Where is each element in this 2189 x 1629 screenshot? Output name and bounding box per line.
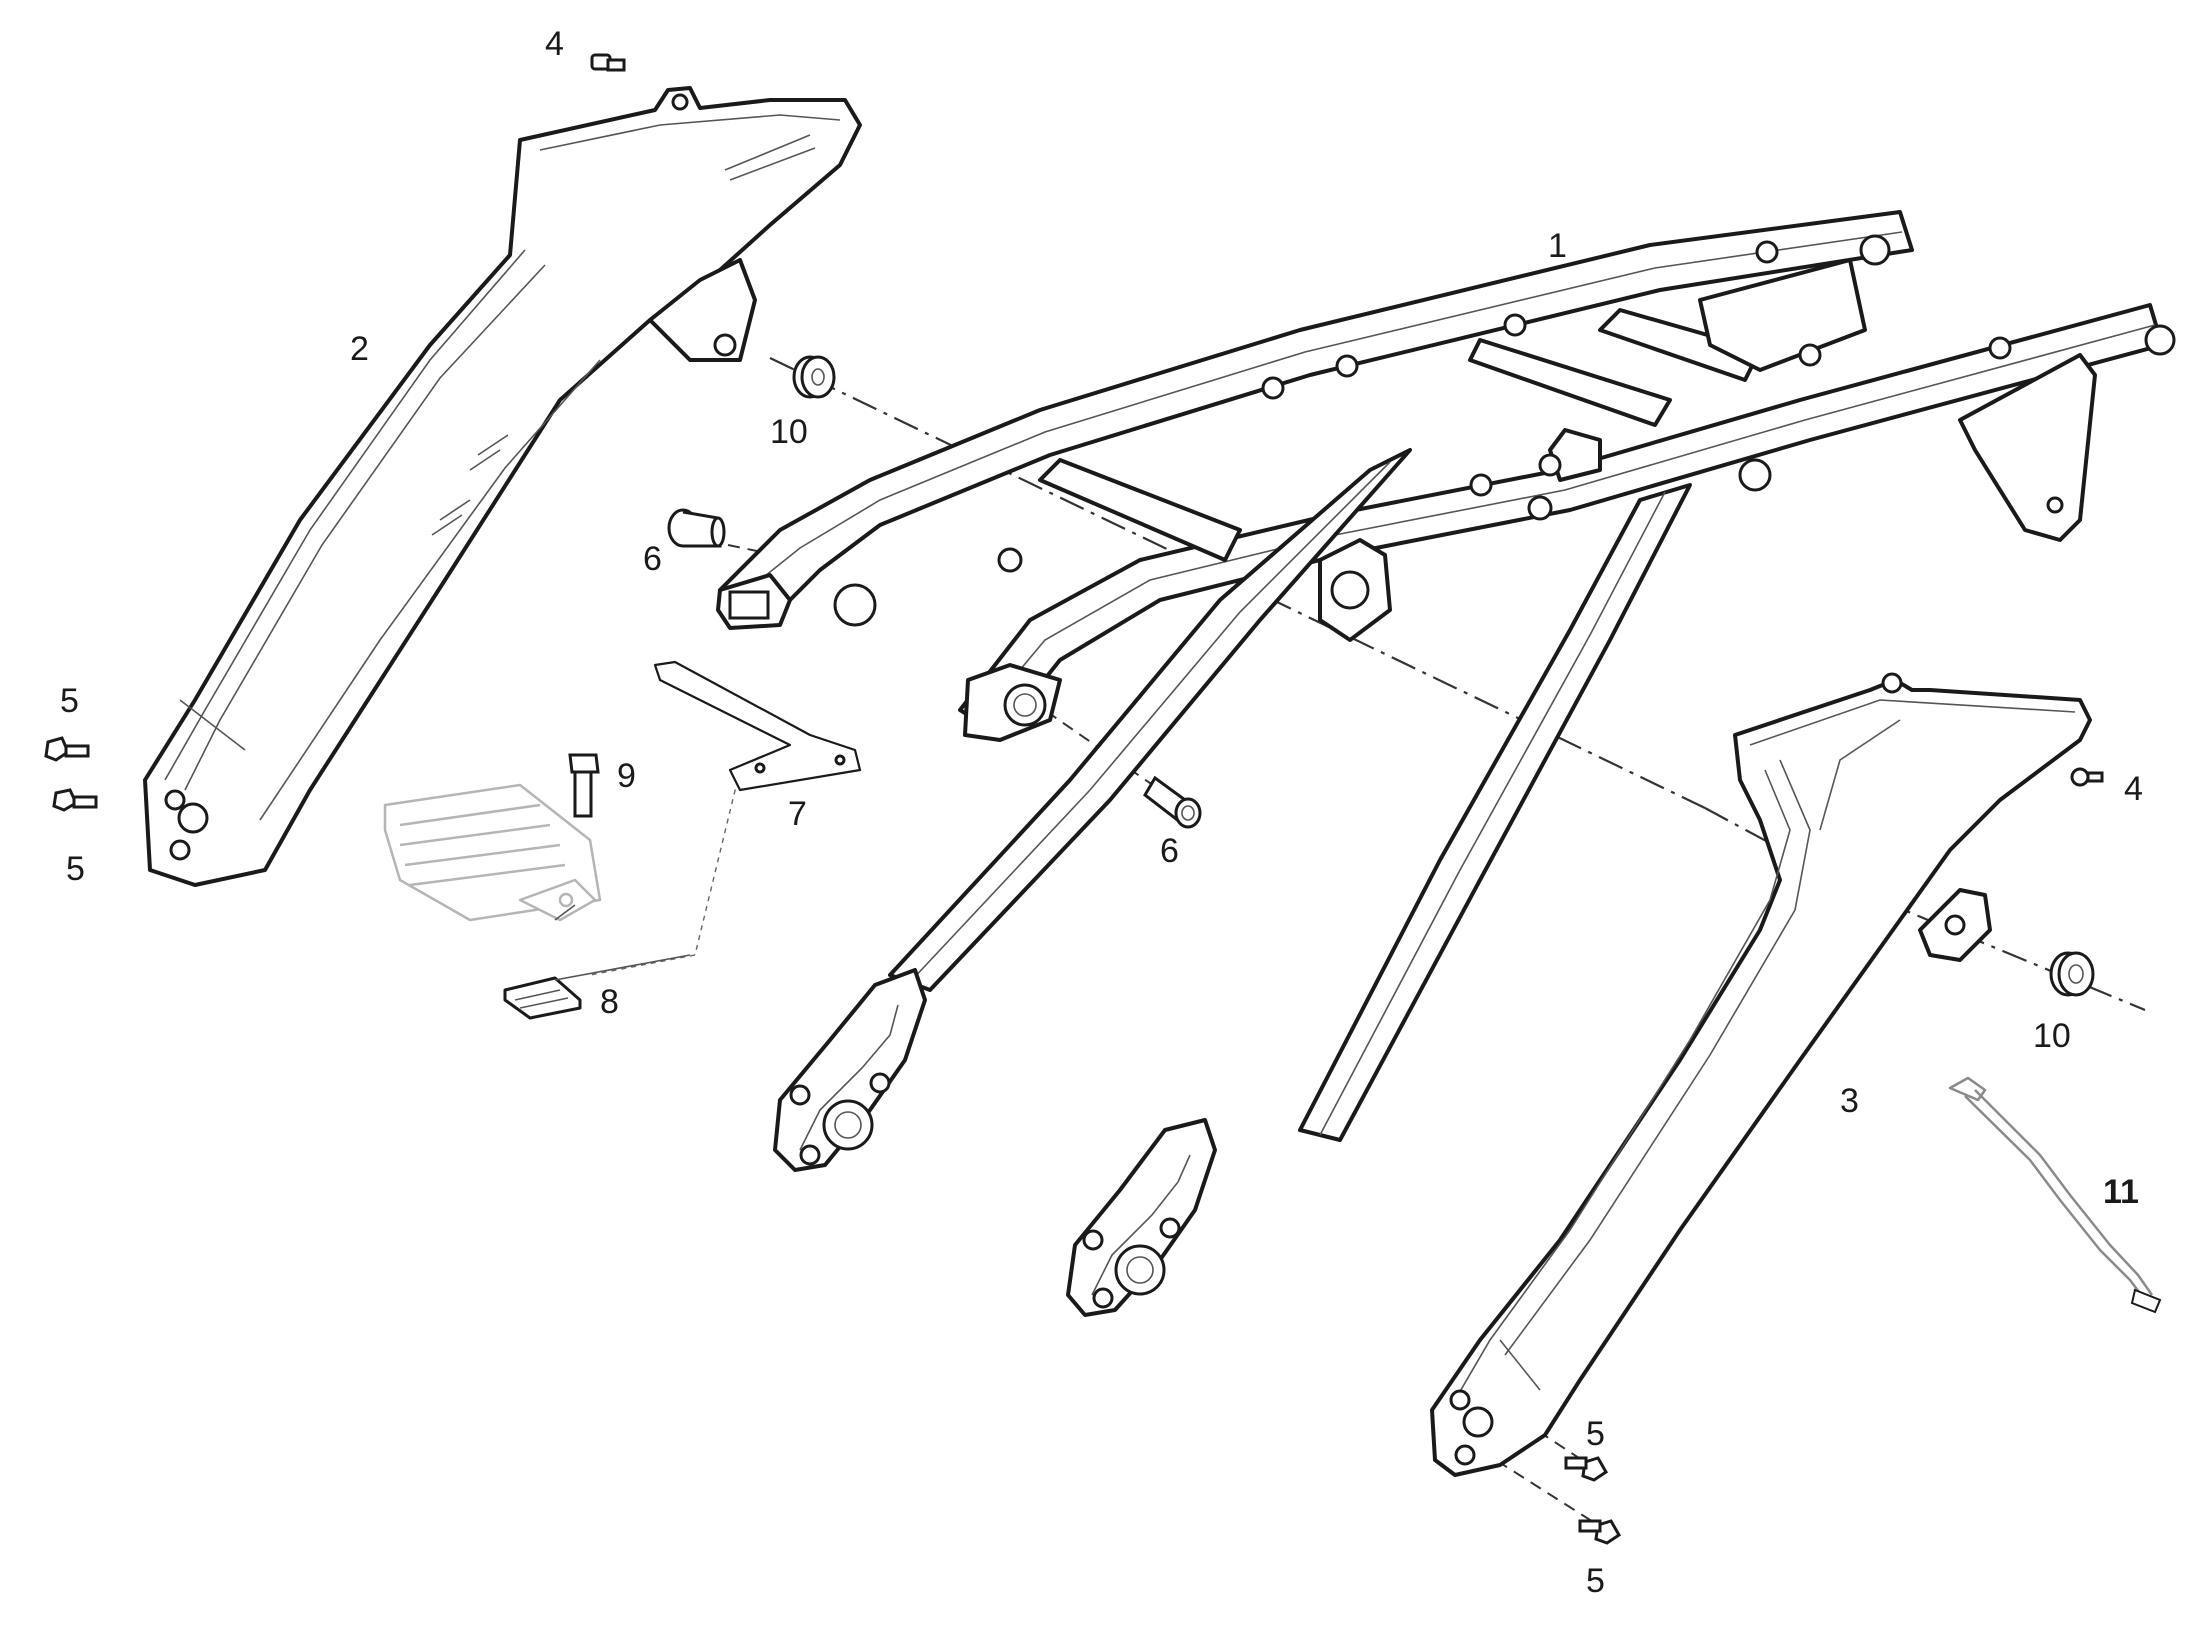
- callout-bushing-right: 10: [2033, 1017, 2071, 1055]
- callout-screw-top-left: 4: [545, 25, 564, 63]
- bushing-10-left: [792, 355, 836, 399]
- mounting-bracket: [653, 660, 862, 792]
- rear-subframe: [716, 210, 2176, 1317]
- callout-screw-right: 4: [2124, 770, 2143, 808]
- callout-left-cover: 2: [350, 330, 369, 368]
- screw-4-right: [2070, 767, 2104, 787]
- callout-labels: 1 2 3 4 4 5 5 5 5 6 6 7 8 9 10 10 11: [60, 25, 2143, 1600]
- callout-right-cover: 3: [1840, 1082, 1859, 1120]
- callout-cable: 11: [2103, 1173, 2139, 1211]
- callout-bolt-left-lower: 5: [66, 850, 85, 888]
- callout-bolt-right-upper: 5: [1586, 1415, 1605, 1453]
- clip-8: [503, 976, 582, 1020]
- callout-bracket: 7: [788, 795, 807, 833]
- callout-pin-center: 6: [1160, 832, 1179, 870]
- left-side-cover: [143, 86, 862, 887]
- callout-clip: 8: [600, 983, 619, 1021]
- pin-6-left: [667, 508, 726, 548]
- right-side-cover: [1430, 672, 2092, 1477]
- pin-6-center: [1143, 775, 1202, 829]
- bushing-10-right: [2049, 951, 2095, 997]
- cable-11: [1948, 1076, 2162, 1314]
- callout-frame: 1: [1548, 227, 1567, 265]
- bolts-5-right: [1564, 1456, 1621, 1545]
- callout-pin-left: 6: [643, 540, 662, 578]
- callout-regulator-bolt: 9: [617, 757, 636, 795]
- screw-4-top: [590, 53, 626, 72]
- leader-lines: [554, 904, 691, 981]
- callout-bolt-left-upper: 5: [60, 682, 79, 720]
- voltage-regulator: [383, 783, 602, 922]
- callout-bolt-right-lower: 5: [1586, 1562, 1605, 1600]
- bolt-9: [568, 753, 600, 818]
- bolts-5-left: [44, 736, 98, 812]
- callout-bushing-left: 10: [770, 413, 808, 451]
